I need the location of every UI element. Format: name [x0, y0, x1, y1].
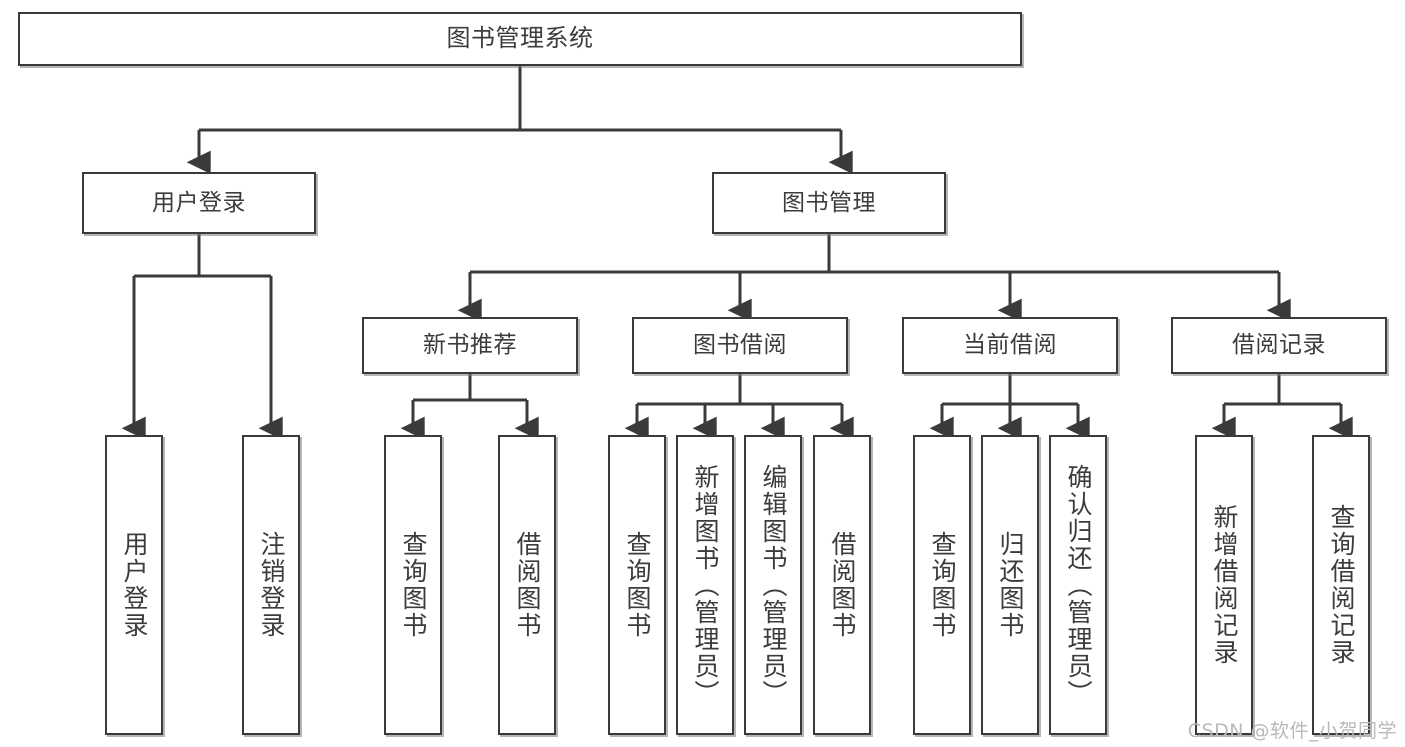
leaf-borrow-book-1[interactable]: 借阅图书: [498, 435, 556, 735]
leaf-query-record-label: 查询借阅记录: [1327, 504, 1356, 666]
leaf-borrow-book-2-label: 借阅图书: [828, 531, 857, 639]
node-book-management-label: 图书管理: [782, 189, 876, 216]
node-borrow-record[interactable]: 借阅记录: [1171, 317, 1387, 374]
leaf-query-book-1[interactable]: 查询图书: [384, 435, 442, 735]
node-borrow-record-label: 借阅记录: [1232, 332, 1326, 359]
node-current-borrow-label: 当前借阅: [963, 332, 1057, 359]
leaf-return-book[interactable]: 归还图书: [981, 435, 1039, 735]
node-user-login-label: 用户登录: [152, 189, 246, 216]
node-new-book-recommend-label: 新书推荐: [423, 332, 517, 359]
leaf-borrow-book-2[interactable]: 借阅图书: [813, 435, 871, 735]
leaf-logout-login-label: 注销登录: [257, 531, 286, 639]
leaf-add-record[interactable]: 新增借阅记录: [1195, 435, 1253, 735]
node-root[interactable]: 图书管理系统: [18, 12, 1022, 66]
leaf-add-record-label: 新增借阅记录: [1210, 504, 1239, 666]
node-user-login[interactable]: 用户登录: [82, 172, 316, 234]
leaf-add-book[interactable]: 新增图书（管理员）: [676, 435, 734, 735]
leaf-edit-book-label: 编辑图书（管理员）: [759, 463, 788, 707]
leaf-query-record[interactable]: 查询借阅记录: [1312, 435, 1370, 735]
leaf-borrow-book-1-label: 借阅图书: [513, 531, 542, 639]
watermark-text: CSDN @软件_小贺同学: [1187, 720, 1397, 742]
leaf-query-book-1-label: 查询图书: [399, 531, 428, 639]
node-root-label: 图书管理系统: [446, 24, 594, 53]
node-new-book-recommend[interactable]: 新书推荐: [362, 317, 578, 374]
node-book-borrow-label: 图书借阅: [693, 332, 787, 359]
leaf-confirm-return[interactable]: 确认归还（管理员）: [1049, 435, 1107, 735]
leaf-add-book-label: 新增图书（管理员）: [691, 463, 720, 707]
node-current-borrow[interactable]: 当前借阅: [902, 317, 1118, 374]
node-book-management[interactable]: 图书管理: [712, 172, 946, 234]
node-book-borrow[interactable]: 图书借阅: [632, 317, 848, 374]
leaf-query-book-2-label: 查询图书: [623, 531, 652, 639]
leaf-confirm-return-label: 确认归还（管理员）: [1064, 463, 1093, 707]
leaf-logout-login[interactable]: 注销登录: [242, 435, 300, 735]
leaf-edit-book[interactable]: 编辑图书（管理员）: [744, 435, 802, 735]
leaf-query-book-2[interactable]: 查询图书: [608, 435, 666, 735]
leaf-return-book-label: 归还图书: [996, 531, 1025, 639]
leaf-user-login[interactable]: 用户登录: [105, 435, 163, 735]
leaf-user-login-label: 用户登录: [120, 531, 149, 639]
leaf-query-book-3-label: 查询图书: [928, 531, 957, 639]
leaf-query-book-3[interactable]: 查询图书: [913, 435, 971, 735]
